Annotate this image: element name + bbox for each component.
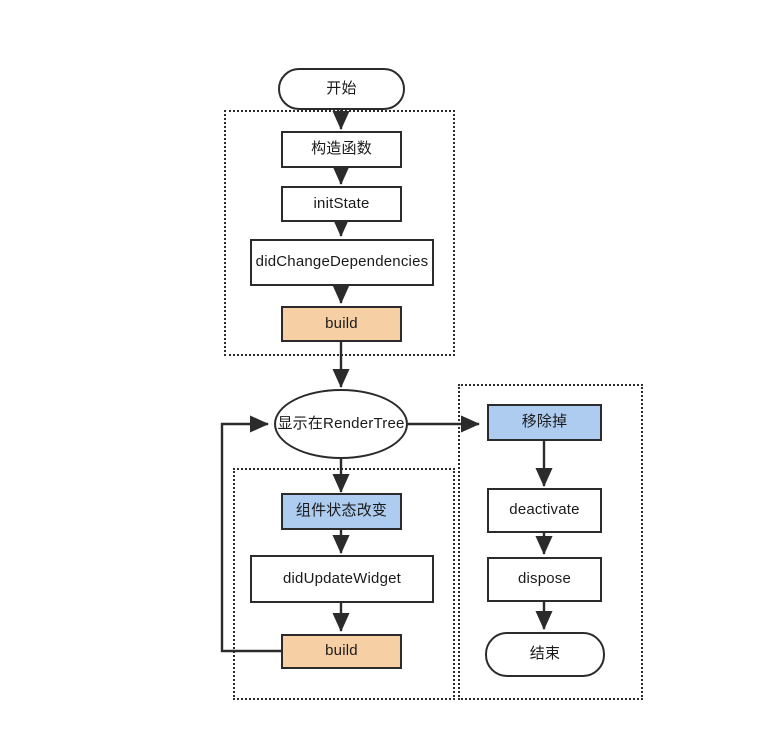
node-did-update-widget[interactable]: didUpdateWidget — [250, 555, 434, 603]
node-state-changed[interactable]: 组件状态改变 — [281, 493, 402, 530]
node-start[interactable]: 开始 — [278, 68, 405, 110]
node-constructor[interactable]: 构造函数 — [281, 131, 402, 168]
node-init-state[interactable]: initState — [281, 186, 402, 222]
node-dispose-label: dispose — [517, 570, 572, 588]
node-end-label: 结束 — [529, 645, 561, 663]
node-render-tree-label: 显示在RenderTree — [277, 414, 405, 432]
node-did-update-widget-label: didUpdateWidget — [282, 569, 402, 587]
node-did-change-dependencies-label: didChangeDependencies — [255, 253, 429, 271]
node-end[interactable]: 结束 — [485, 632, 605, 677]
node-deactivate-label: deactivate — [509, 501, 580, 519]
node-did-change-dependencies[interactable]: didChangeDependencies — [250, 239, 434, 286]
node-dispose[interactable]: dispose — [487, 557, 602, 602]
node-render-tree[interactable]: 显示在RenderTree — [274, 389, 408, 459]
node-constructor-label: 构造函数 — [311, 140, 372, 158]
node-deactivate[interactable]: deactivate — [487, 488, 602, 533]
node-build-first[interactable]: build — [281, 306, 402, 342]
edge-buildupdate-rendertree-loop — [220, 415, 281, 653]
node-start-label: 开始 — [326, 79, 357, 97]
node-state-changed-label: 组件状态改变 — [295, 502, 388, 520]
node-removed-label: 移除掉 — [521, 413, 568, 431]
node-init-state-label: initState — [313, 194, 370, 212]
node-build-update[interactable]: build — [281, 634, 402, 669]
node-removed[interactable]: 移除掉 — [487, 404, 602, 441]
node-build-update-label: build — [325, 642, 358, 660]
node-build-first-label: build — [325, 314, 358, 332]
